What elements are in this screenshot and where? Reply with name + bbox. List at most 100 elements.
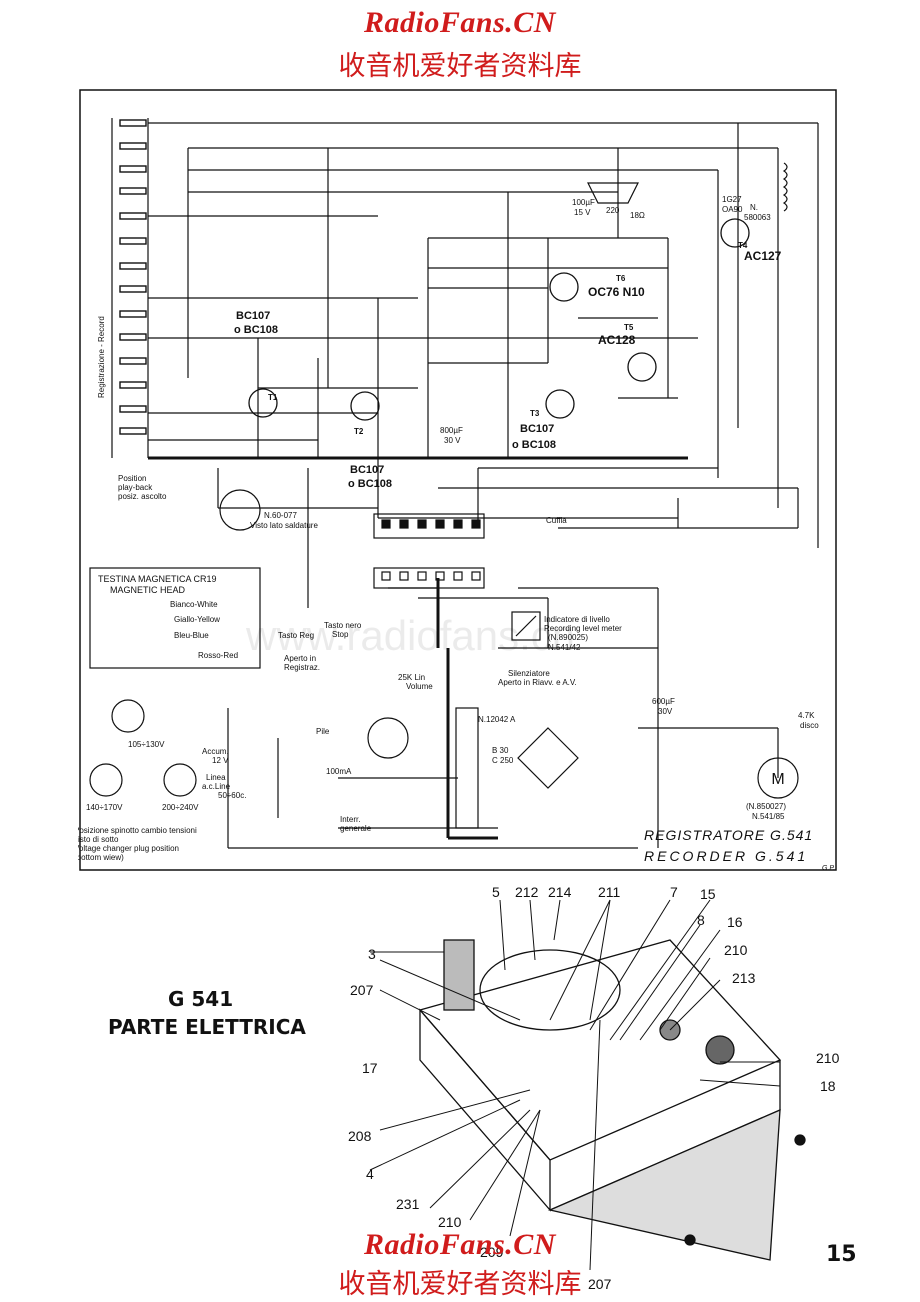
- label-note3: Voltage changer plug position: [78, 844, 179, 853]
- label-motor-res: 4.7K: [798, 711, 815, 720]
- label-bridge2: C 250: [492, 756, 514, 765]
- screw-2: [684, 1234, 696, 1246]
- label-t5: T5: [624, 323, 634, 332]
- label-cap-main: 600µF: [652, 697, 675, 706]
- callout-208: 208: [348, 1128, 372, 1144]
- label-pile: Pile: [316, 727, 330, 736]
- schematic-title-it: REGISTRATORE G.541: [644, 827, 813, 843]
- din-socket: [219, 489, 261, 531]
- label-t2: T2: [354, 427, 364, 436]
- label-note1: Posizione spinotto cambio tensioni: [78, 826, 197, 835]
- label-t4-type: AC127: [744, 249, 782, 263]
- power-transformer: [455, 707, 479, 829]
- label-t6-type: OC76 N10: [588, 285, 645, 299]
- label-cuffia: Cuffia: [546, 516, 567, 525]
- label-t2-bc108: o BC108: [348, 478, 392, 490]
- label-tasto-reg: Tasto Reg: [278, 631, 314, 640]
- drive-disc: [479, 949, 621, 1031]
- transistor-t3: [545, 389, 575, 419]
- voltage-selector-valve: [367, 717, 409, 759]
- label-out-t2: 580063: [744, 213, 771, 222]
- callout-212: 212: [515, 884, 539, 900]
- label-head-en: MAGNETIC HEAD: [110, 585, 186, 595]
- level-meter: [511, 611, 541, 641]
- wiring: [148, 122, 819, 849]
- label-v3: 200÷240V: [162, 803, 199, 812]
- callout-211: 211: [598, 884, 621, 900]
- callout-8: 8: [697, 912, 705, 928]
- watermark-site-cn: 收音机爱好者资料库: [0, 44, 920, 83]
- label-aperto: Aperto in: [284, 654, 316, 663]
- label-cap-100: 100µF: [572, 198, 595, 207]
- label-tasto-nero: Tasto nero: [324, 621, 362, 630]
- watermark-site-cn-bottom: 收音机爱好者资料库: [0, 1262, 920, 1301]
- motor: [757, 757, 799, 799]
- figure-title: G 541 PARTE ELETTRICA: [108, 985, 306, 1041]
- callout-210-b: 210: [816, 1050, 840, 1066]
- schematic-title-en: RECORDER G.541: [644, 848, 808, 864]
- chassis-drawing: [369, 899, 806, 1271]
- callout-4: 4: [366, 1166, 374, 1182]
- callout-210-a: 210: [724, 942, 748, 958]
- label-meter-n: (N.890025): [548, 633, 588, 642]
- label-t1-bc108: o BC108: [234, 324, 278, 336]
- chassis-tab: [547, 1108, 781, 1261]
- callout-213: 213: [732, 970, 756, 986]
- watermark-site-cn-bottom-text: 收音机爱好者资料库: [338, 1269, 582, 1300]
- callout-5: 5: [492, 884, 500, 900]
- transistor-t6: [549, 272, 579, 302]
- label-diode-b: OA90: [722, 205, 743, 214]
- label-12v: 12 V: [212, 756, 229, 765]
- callout-231: 231: [396, 1196, 420, 1212]
- label-playback: play-back: [118, 483, 153, 492]
- magnetic-head-box: [89, 567, 261, 669]
- label-t2-bc107: BC107: [350, 464, 384, 476]
- switch-contacts: [111, 118, 149, 458]
- connector-strip-lower: [373, 513, 485, 539]
- label-t1: T1: [268, 393, 278, 402]
- label-acline: a.c.Line: [202, 782, 231, 791]
- callout-18: 18: [820, 1078, 836, 1094]
- callout-214: 214: [548, 884, 572, 900]
- label-meter-en: Recording level meter: [544, 624, 622, 633]
- label-speaker-ohm: 18Ω: [630, 211, 645, 220]
- label-speaker-r: 220: [606, 206, 620, 215]
- label-t3: T3: [530, 409, 540, 418]
- label-motor-n: (N.850027): [746, 802, 786, 811]
- callout-3: 3: [368, 946, 376, 962]
- page-number: 15: [826, 1242, 857, 1267]
- callout-209: 209: [480, 1244, 504, 1260]
- label-motor-res2: disco: [800, 721, 819, 730]
- label-head-it: TESTINA MAGNETICA CR19: [98, 574, 217, 584]
- connector-strip-upper: [373, 567, 485, 589]
- label-diode: 1G27: [722, 195, 742, 204]
- transistor-t5: [627, 352, 657, 382]
- label-wire-yellow: Giallo-Yellow: [174, 615, 220, 624]
- label-wire-red: Rosso-Red: [198, 651, 238, 660]
- label-cap-800: 800µF: [440, 426, 463, 435]
- label-motor-n2: N.541/85: [752, 812, 785, 821]
- label-out-t: N.: [750, 203, 758, 212]
- circuit-schematic: Registrazione - Record: [78, 89, 837, 872]
- figure-subtitle: PARTE ELETTRICA: [108, 1015, 306, 1039]
- label-v2: 140÷170V: [86, 803, 123, 812]
- label-volume: Volume: [406, 682, 433, 691]
- watermark-site: RadioFans.CN: [0, 6, 920, 40]
- callout-7: 7: [670, 884, 678, 900]
- transistor-t4: [720, 218, 750, 248]
- label-meter-n2: N.541/42: [548, 643, 581, 652]
- label-t5-type: AC128: [598, 333, 636, 347]
- schematic-frame: [79, 89, 837, 871]
- label-wire-white: Bianco-White: [170, 600, 218, 609]
- label-t3-bc108: o BC108: [512, 439, 556, 451]
- schematic-initials: G.P.: [822, 865, 835, 872]
- callout-207-b: 207: [588, 1276, 612, 1292]
- label-meter-it: Indicatore di livello: [544, 615, 610, 624]
- transistor-t1: [248, 388, 278, 418]
- label-transformer: N.12042 A: [478, 715, 516, 724]
- watermark-site-bottom: RadioFans.CN: [0, 1228, 920, 1262]
- label-stop: Stop: [332, 630, 349, 639]
- transistors: [248, 218, 750, 421]
- switch-side-label: Registrazione - Record: [97, 316, 106, 398]
- diagonal-watermark: www.radiofans.cn: [245, 612, 575, 659]
